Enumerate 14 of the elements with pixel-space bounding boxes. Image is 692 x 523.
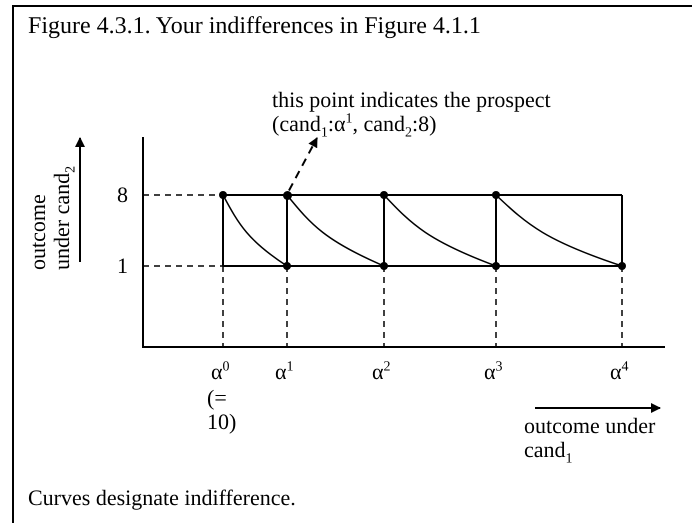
leader-line <box>288 137 318 191</box>
tick-label: α$^{1}$ <box>275 360 294 384</box>
annotation-text: this point indicates the prospect (cand$_{1}$:α$^{1}$, cand$_{2}$:8) <box>272 88 582 136</box>
data-point <box>282 190 292 200</box>
tick-label: α$^{2}$ <box>372 360 391 384</box>
axis-label: outcome under cand$_{1}$ <box>524 414 656 462</box>
tick-label: 1 <box>117 254 128 278</box>
tick-label: α$^{4}$ <box>610 360 629 384</box>
tick-note: (= 10) <box>207 386 237 434</box>
tick-label: α$^{3}$ <box>484 360 503 384</box>
figure-caption: Curves designate indifference. <box>28 486 296 510</box>
tick-label: α$^{0}$ <box>211 360 230 384</box>
tick-label: 8 <box>117 183 128 207</box>
figure-title: Figure 4.3.1. Your indifferences in Figure 4.1.1 <box>28 14 481 38</box>
